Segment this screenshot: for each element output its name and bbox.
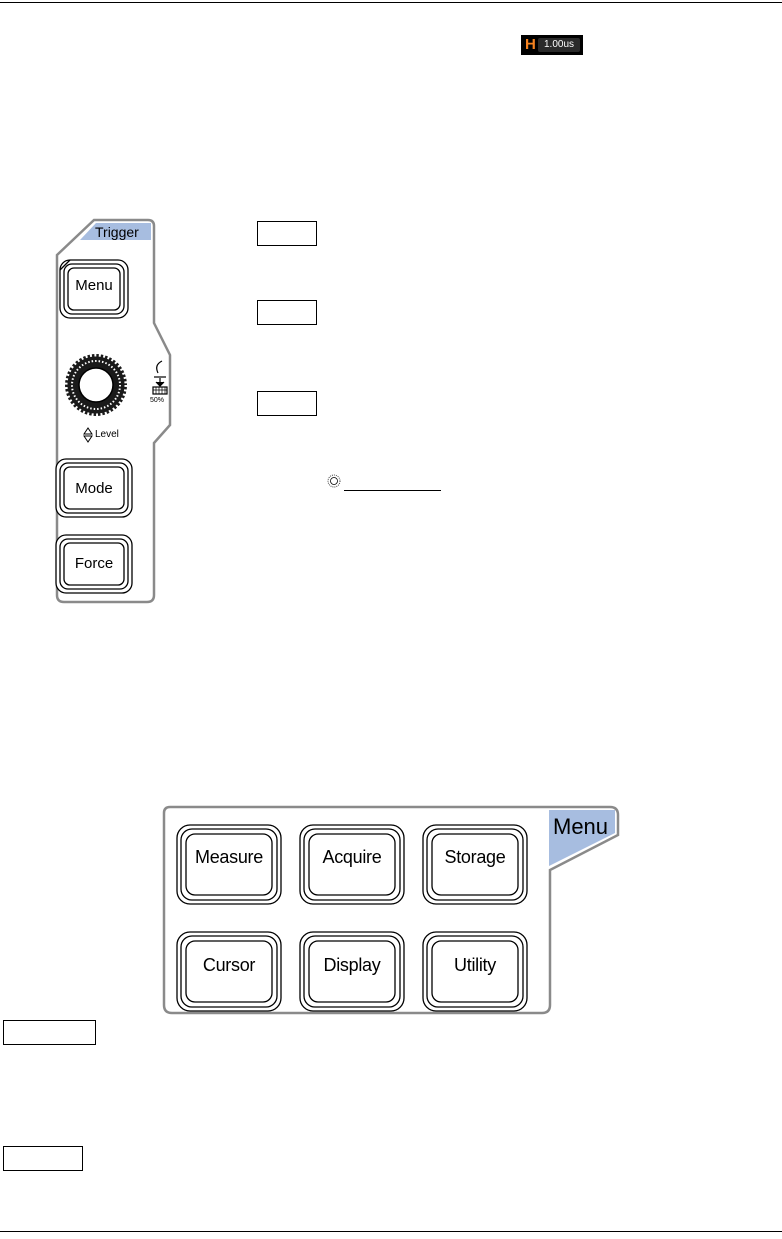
acquire-button[interactable]: Acquire xyxy=(322,847,382,867)
top-rule xyxy=(0,2,782,3)
key-box-4 xyxy=(3,1020,96,1045)
cursor-button[interactable]: Cursor xyxy=(202,955,256,975)
key-box-5 xyxy=(3,1146,83,1171)
key-box-3 xyxy=(257,391,317,416)
push-50-label: 50% xyxy=(150,397,165,404)
menu-button-shapes xyxy=(176,824,528,1012)
trigger-menu-button[interactable]: Menu xyxy=(75,277,113,294)
trigger-force-button-shape xyxy=(55,534,133,594)
utility-button[interactable]: Utility xyxy=(454,955,496,975)
menu-panel-title: Menu xyxy=(553,814,609,839)
menu-panel-outline xyxy=(162,805,620,1015)
level-knob-shape xyxy=(64,353,128,417)
push-icon-shape xyxy=(152,360,168,395)
trigger-menu-button-shape xyxy=(59,259,129,319)
bottom-rule xyxy=(0,1231,782,1232)
measure-button[interactable]: Measure xyxy=(195,847,263,867)
key-box-1 xyxy=(257,221,317,246)
trigger-mode-button-shape xyxy=(55,458,133,518)
trigger-panel-title: Trigger xyxy=(95,224,139,240)
horizontal-letter: H xyxy=(525,36,536,53)
storage-button[interactable]: Storage xyxy=(444,847,506,867)
trigger-force-button[interactable]: Force xyxy=(74,555,114,572)
trigger-panel-outline xyxy=(55,218,172,604)
timebase-value: 1.00us xyxy=(538,38,580,52)
trigger-mode-button[interactable]: Mode xyxy=(75,480,113,497)
link-underline xyxy=(344,490,441,491)
display-button[interactable]: Display xyxy=(323,955,381,975)
level-arrows-shape xyxy=(83,427,93,443)
key-box-2 xyxy=(257,300,317,325)
knob-icon xyxy=(327,474,341,488)
level-knob[interactable] xyxy=(65,355,127,417)
level-label: Level xyxy=(95,429,119,440)
menu-panel: Menu Measure Acquire Storage Cursor Disp… xyxy=(160,800,625,1020)
horizontal-timebase-badge: H 1.00us xyxy=(521,35,583,55)
trigger-panel: Trigger Menu Mode Force Level 50% xyxy=(50,215,180,610)
